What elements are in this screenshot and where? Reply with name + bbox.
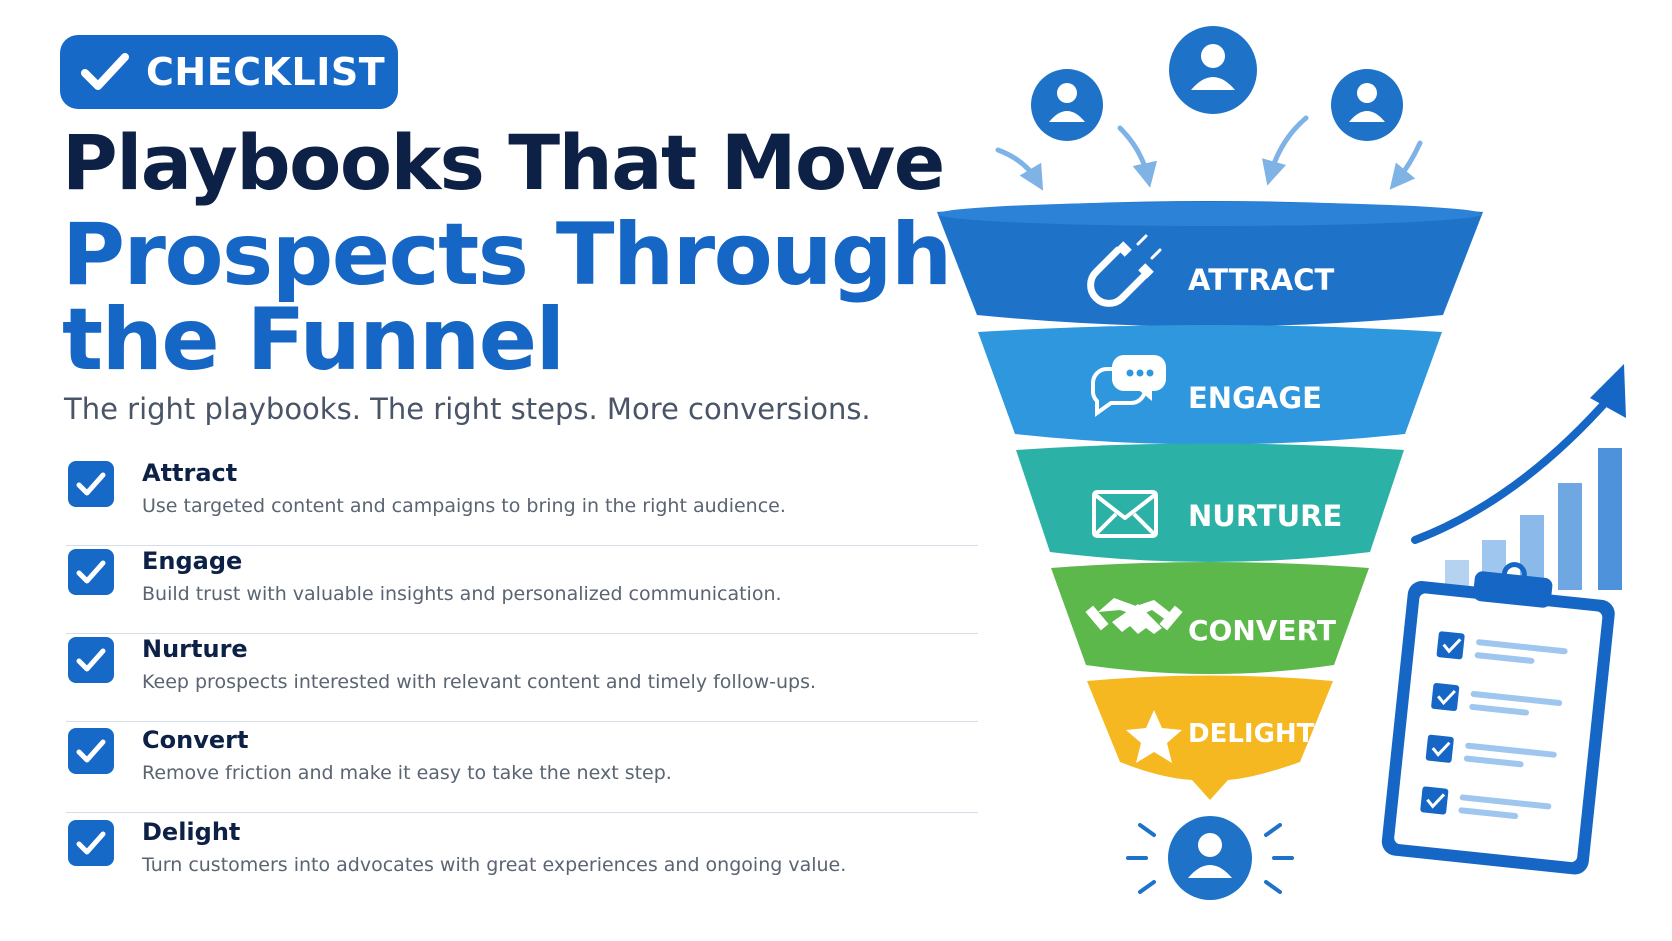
envelope-icon [1092, 490, 1158, 538]
prospect-avatar-icon [1169, 26, 1257, 114]
checklist-item-description: Keep prospects interested with relevant … [142, 671, 817, 693]
page-title-line-3: the Funnel [62, 290, 565, 390]
checklist-badge: CHECKLIST [60, 35, 398, 109]
funnel-stage-convert [1051, 562, 1369, 674]
funnel-stage-label: CONVERT [1188, 614, 1336, 647]
checklist-item-attract: Attract Use targeted content and campaig… [66, 455, 978, 546]
checklist-item-title: Nurture [142, 635, 248, 663]
checklist-item-title: Engage [142, 547, 243, 575]
funnel-stage-label: ENGAGE [1188, 381, 1322, 415]
sparkle-lines [1126, 823, 1294, 894]
funnel-stage-label: ATTRACT [1188, 263, 1334, 297]
checklist-item-delight: Delight Turn customers into advocates wi… [66, 814, 978, 904]
funnel-stage-engage [978, 325, 1442, 445]
checklist-item-title: Delight [142, 818, 241, 846]
badge-label: CHECKLIST [146, 50, 386, 94]
page-title-line-2: Prospects Through [62, 205, 952, 305]
funnel-stage-nurture [1016, 443, 1404, 562]
checklist-item-engage: Engage Build trust with valuable insight… [66, 543, 978, 634]
checklist-item-description: Turn customers into advocates with great… [142, 854, 847, 876]
checklist-item-description: Remove friction and make it easy to take… [142, 762, 672, 784]
funnel-stage-label: DELIGHT [1188, 719, 1315, 749]
checklist-item-description: Use targeted content and campaigns to br… [142, 495, 786, 517]
customer-avatar-icon [1168, 816, 1252, 900]
funnel-stage-attract [937, 201, 1483, 327]
page-title-line-1: Playbooks That Move [62, 118, 945, 207]
funnel-stage-label: NURTURE [1188, 499, 1342, 533]
checkbox-checked-icon [68, 820, 114, 866]
prospect-avatar-icon [1331, 69, 1403, 141]
funnel-stage-delight [1087, 675, 1333, 800]
checklist-item-description: Build trust with valuable insights and p… [142, 583, 782, 605]
magnet-icon [1087, 234, 1162, 307]
checklist-item-convert: Convert Remove friction and make it easy… [66, 722, 978, 813]
checklist-item-title: Convert [142, 726, 249, 754]
clipboard-checklist-icon [1381, 562, 1615, 875]
checkbox-checked-icon [68, 637, 114, 683]
checkbox-checked-icon [68, 728, 114, 774]
star-icon [1126, 710, 1182, 763]
growth-bar-chart-icon [1445, 448, 1622, 590]
handshake-icon [1085, 598, 1183, 634]
prospect-avatar-icon [1031, 69, 1103, 141]
chat-bubbles-icon [1091, 355, 1166, 417]
checklist-item-title: Attract [142, 459, 238, 487]
checkbox-checked-icon [68, 549, 114, 595]
growth-arrow-icon [1411, 364, 1626, 544]
checkmark-icon [81, 53, 129, 90]
subtitle: The right playbooks. The right steps. Mo… [64, 392, 871, 426]
inbound-arrows [995, 115, 1423, 191]
checklist-item-nurture: Nurture Keep prospects interested with r… [66, 631, 978, 722]
checkbox-checked-icon [68, 461, 114, 507]
